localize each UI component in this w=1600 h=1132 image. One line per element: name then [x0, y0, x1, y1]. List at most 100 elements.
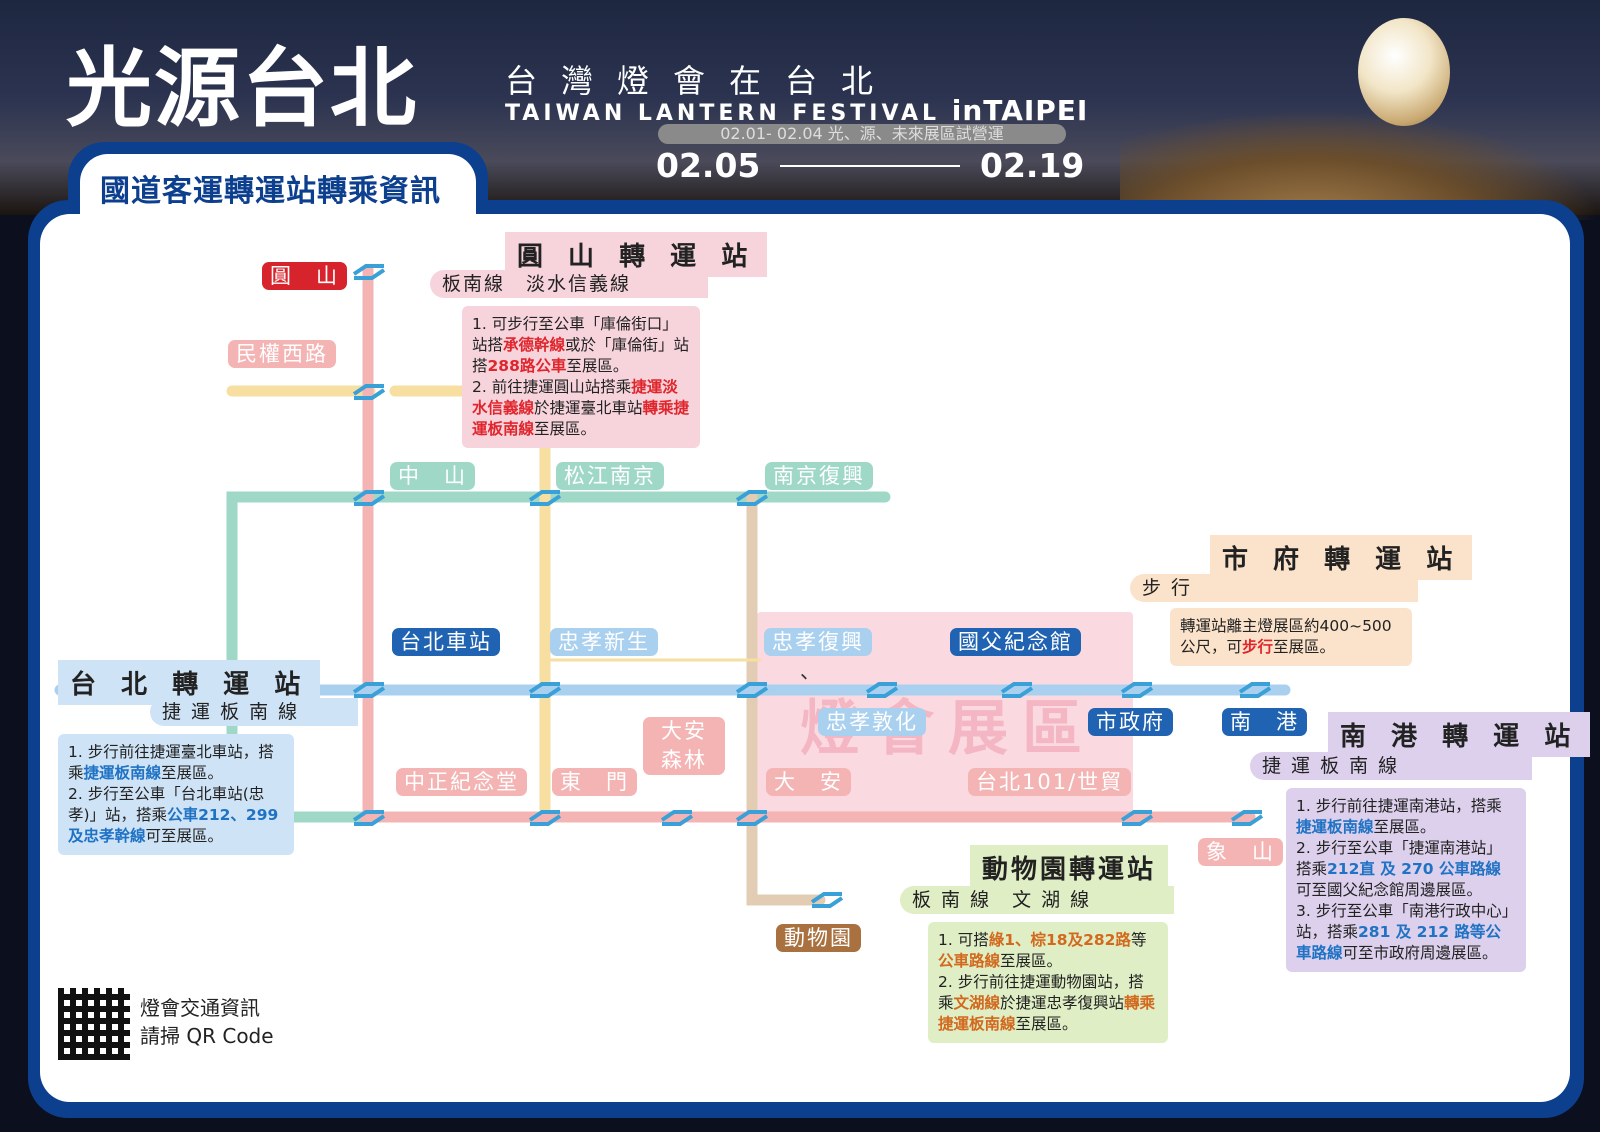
station-zhongxiao-dunhua[interactable]: 忠孝敦化: [818, 708, 926, 736]
transfer-icon: [528, 490, 562, 506]
line-green-nanjing: [226, 491, 891, 696]
subtitle-en: TAIWAN LANTERN FESTIVAL inTAIPEI: [505, 94, 1088, 127]
main-title: 光源台北: [66, 39, 418, 139]
station-xiangshan[interactable]: 象 山: [1198, 838, 1283, 866]
note-text: 可至國父紀念館周邊展區。: [1296, 881, 1483, 899]
transfer-icon: [865, 682, 899, 698]
qr-code[interactable]: [58, 988, 130, 1060]
note-text: 至展區。: [1373, 818, 1436, 836]
station-daan-park[interactable]: 大安森林公園: [643, 717, 725, 801]
note-highlight: 綠1、棕18及282路: [988, 931, 1131, 949]
line-brown-wenhu: [746, 491, 826, 906]
transfer-icon: [735, 490, 769, 506]
hub-taipei-title: 台 北 轉 運 站: [58, 660, 321, 705]
note-highlight: 捷運板南線: [1296, 818, 1374, 836]
note-text: 至展區。: [1273, 638, 1336, 656]
lantern-moon-image: [1358, 18, 1450, 126]
note-text: 2. 前往捷運圓山站搭乘: [472, 378, 632, 396]
hub-yuanshan-title: 圓 山 轉 運 站: [505, 232, 768, 277]
transfer-icon: [1120, 810, 1154, 826]
transfer-icon: [352, 682, 386, 698]
station-songjiang-nanjing[interactable]: 松江南京: [556, 462, 664, 490]
panel-tab-inner: [80, 154, 476, 224]
note-highlight: 281 及 212 路等公車路線: [1296, 923, 1501, 962]
note-text: 至展區。: [161, 764, 224, 782]
station-zoo[interactable]: 動物園: [776, 924, 861, 952]
note-text: 1. 可搭: [938, 931, 989, 949]
station-daan[interactable]: 大 安: [766, 768, 851, 796]
trial-run-badge: 02.01- 02.04 光、源、未來展區試營運: [658, 124, 1066, 144]
note-text: 1. 步行前往捷運臺北車站，搭乘: [68, 743, 274, 782]
note-text: 等: [1130, 931, 1147, 949]
note-highlight: 承德幹線: [503, 336, 566, 354]
station-minquan-west[interactable]: 民權西路: [228, 340, 336, 368]
note-text: 2. 步行前往捷運動物園站，搭乘: [938, 973, 1144, 1012]
transfer-icon: [735, 682, 769, 698]
hub-nangang-lines: 捷 運 板 南 線: [1250, 752, 1532, 780]
note-text: 至展區。: [1015, 1015, 1078, 1033]
hub-zoo-notes: 1. 可搭綠1、棕18及282路等公車路線至展區。 2. 步行前往捷運動物園站，…: [928, 922, 1168, 1043]
station-nangang[interactable]: 南 港: [1222, 708, 1307, 736]
transfer-icon: [810, 892, 844, 908]
hub-yuanshan-notes: 1. 可步行至公車「庫倫街口」站搭承德幹線或於「庫倫街」站搭288路公車至展區。…: [462, 306, 700, 448]
hub-taipei-lines: 捷 運 板 南 線: [150, 698, 358, 726]
hub-city-hall-lines: 步 行: [1130, 574, 1418, 602]
note-item: 2. 前往捷運圓山站搭乘捷運淡水信義線於捷運臺北車站轉乘捷運板南線至展區。: [472, 377, 690, 440]
station-cks-memorial[interactable]: 中正紀念堂: [396, 768, 527, 796]
subtitle-cn: 台灣燈會在台北: [505, 62, 898, 100]
note-item: 2. 步行前往捷運動物園站，搭乘文湖線於捷運忠孝復興站轉乘捷運板南線至展區。: [938, 972, 1158, 1035]
transfer-icon: [528, 682, 562, 698]
station-zhongxiao-fuxing[interactable]: 忠孝復興: [764, 628, 872, 656]
note-highlight: 212直 及 270 公車路線: [1327, 860, 1501, 878]
note-text: 至展區。: [534, 420, 597, 438]
hub-city-hall-notes: 轉運站離主燈展區約400~500公尺，可步行至展區。: [1170, 608, 1412, 666]
note-text: 可至市政府周邊展區。: [1342, 944, 1498, 962]
station-taipei-101[interactable]: 台北101/世貿: [968, 768, 1132, 796]
hub-city-hall-title: 市 府 轉 運 站: [1210, 535, 1473, 580]
qr-caption-line2: 請掃 QR Code: [140, 1024, 274, 1048]
hub-zoo-lines: 板 南 線 文 湖 線: [900, 886, 1174, 914]
note-text: 2. 步行至公車「捷運南港站」搭乘: [1296, 839, 1502, 878]
hub-zoo-title: 動物園轉運站: [970, 845, 1169, 890]
note-text: 3. 步行至公車「南港行政中心」站，搭乘: [1296, 902, 1510, 941]
note-text: 2. 步行至公車「台北車站(忠孝)」站，搭乘: [68, 785, 265, 824]
note-highlight: 288路公車: [487, 357, 567, 375]
note-highlight: 文湖線: [953, 994, 1001, 1012]
transfer-icon: [1000, 682, 1034, 698]
note-highlight: 公車路線: [938, 952, 1001, 970]
transfer-icon: [1230, 810, 1264, 826]
station-nanjing-fuxing[interactable]: 南京復興: [765, 462, 873, 490]
transfer-icon: [660, 810, 694, 826]
station-sun-yat-sen[interactable]: 國父紀念館: [950, 628, 1081, 656]
station-city-hall[interactable]: 市政府: [1088, 708, 1173, 736]
note-text: 可至展區。: [145, 827, 224, 845]
note-text: 於捷運忠孝復興站: [1000, 994, 1125, 1012]
station-taipei-main[interactable]: 台北車站: [392, 628, 500, 656]
hub-taipei-notes: 1. 步行前往捷運臺北車站，搭乘捷運板南線至展區。 2. 步行至公車「台北車站(…: [58, 734, 294, 855]
transfer-icon: [352, 264, 386, 280]
note-highlight: 捷運板南線: [83, 764, 162, 782]
station-separator: 、: [800, 659, 820, 683]
date-divider: [780, 165, 960, 167]
note-text: 於捷運臺北車站: [534, 399, 643, 417]
transfer-icon: [1120, 682, 1154, 698]
transfer-icon: [1238, 682, 1272, 698]
note-item: 3. 步行至公車「南港行政中心」站，搭乘281 及 212 路等公車路線可至市政…: [1296, 901, 1516, 964]
transfer-icon: [528, 810, 562, 826]
note-text: 1. 可步行至公車「庫倫街口」站搭: [472, 315, 678, 354]
panel-title: 國道客運轉運站轉乘資訊: [100, 174, 441, 209]
note-highlight: 轉乘捷運板南線: [472, 399, 690, 438]
station-zhongshan[interactable]: 中 山: [390, 462, 475, 490]
qr-caption: 燈會交通資訊 請掃 QR Code: [140, 994, 274, 1050]
station-yuanshan[interactable]: 圓 山: [262, 262, 347, 290]
date-start: 02.05: [656, 146, 761, 185]
note-item: 1. 步行前往捷運南港站，搭乘捷運板南線至展區。: [1296, 796, 1516, 838]
station-dongmen[interactable]: 東 門: [552, 768, 637, 796]
note-highlight: 轉乘捷運板南線: [938, 994, 1156, 1033]
hub-nangang-title: 南 港 轉 運 站: [1328, 712, 1591, 757]
note-text: 至展區。: [1000, 952, 1063, 970]
qr-caption-line1: 燈會交通資訊: [140, 996, 260, 1020]
station-zhongxiao-xinsheng[interactable]: 忠孝新生: [550, 628, 658, 656]
transfer-icon: [735, 810, 769, 826]
